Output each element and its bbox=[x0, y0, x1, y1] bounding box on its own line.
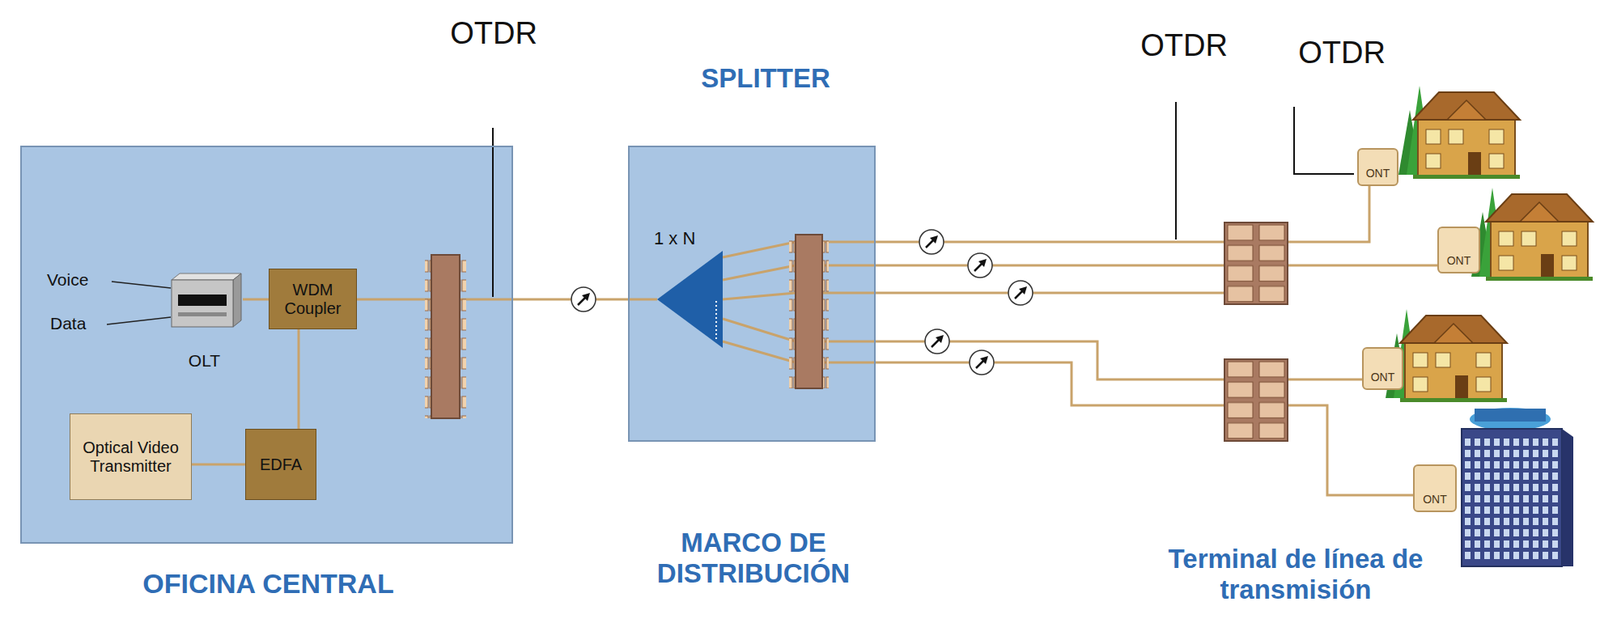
video-transmitter-box: Optical Video Transmitter bbox=[69, 413, 192, 501]
olt-unit: OLT bbox=[165, 268, 243, 374]
instrument-label: OTDR bbox=[1127, 28, 1241, 64]
signal-label: Voice bbox=[46, 270, 112, 290]
ont-box: ONT bbox=[1413, 464, 1457, 513]
ont-box: ONT bbox=[1362, 347, 1404, 391]
instrument-label: OTDR bbox=[1285, 35, 1399, 72]
signal-label: Data bbox=[50, 314, 107, 334]
section-label: SPLITTER bbox=[684, 63, 847, 94]
splitter-symbol bbox=[657, 250, 723, 349]
fiber-connector bbox=[722, 265, 1438, 281]
device-label: OLT bbox=[188, 351, 221, 371]
ont-label: ONT bbox=[1422, 492, 1448, 506]
central-office: OFICINA CENTRALOLTWDM CouplerOptical Vid… bbox=[20, 145, 514, 544]
ont-label: ONT bbox=[1370, 370, 1396, 384]
patch-panel bbox=[424, 254, 467, 419]
connector-symbol bbox=[571, 229, 1033, 375]
distribution-frame: MARCO DE DISTRIBUCIÓN1 x N bbox=[628, 145, 876, 442]
splitter-ratio: 1 x N bbox=[653, 228, 696, 250]
office-building-icon bbox=[1461, 407, 1574, 567]
wdm-coupler-box: WDM Coupler bbox=[268, 268, 357, 330]
section-heading: MARCO DE DISTRIBUCIÓN bbox=[629, 527, 878, 590]
box-label: EDFA bbox=[259, 455, 302, 475]
edfa-box: EDFA bbox=[245, 428, 317, 501]
fiber-connector bbox=[356, 298, 658, 302]
olt-device bbox=[171, 273, 242, 327]
box-label: Optical Video Transmitter bbox=[82, 438, 180, 476]
house-icon bbox=[1385, 85, 1593, 403]
splitter-shape bbox=[657, 250, 723, 349]
section-label: Terminal de línea de transmisión bbox=[1150, 543, 1442, 606]
port-dots bbox=[715, 301, 718, 342]
section-heading: OFICINA CENTRAL bbox=[21, 568, 515, 600]
line-terminal bbox=[1224, 222, 1288, 442]
ont-box: ONT bbox=[1437, 226, 1481, 274]
ont-box: ONT bbox=[1357, 148, 1399, 187]
fiber-connector bbox=[297, 329, 301, 429]
ont-label: ONT bbox=[1447, 254, 1472, 268]
central-office-ground bbox=[20, 145, 514, 544]
ont-label: ONT bbox=[1366, 166, 1391, 180]
instrument-label: OTDR bbox=[437, 16, 551, 52]
fiber-connector bbox=[191, 463, 246, 467]
signal-wires bbox=[106, 281, 171, 325]
fiber-connector bbox=[242, 298, 269, 302]
splitter-triangle: 1 x N bbox=[657, 228, 723, 349]
patch-panel bbox=[789, 234, 829, 389]
box-label: WDM Coupler bbox=[274, 280, 352, 319]
